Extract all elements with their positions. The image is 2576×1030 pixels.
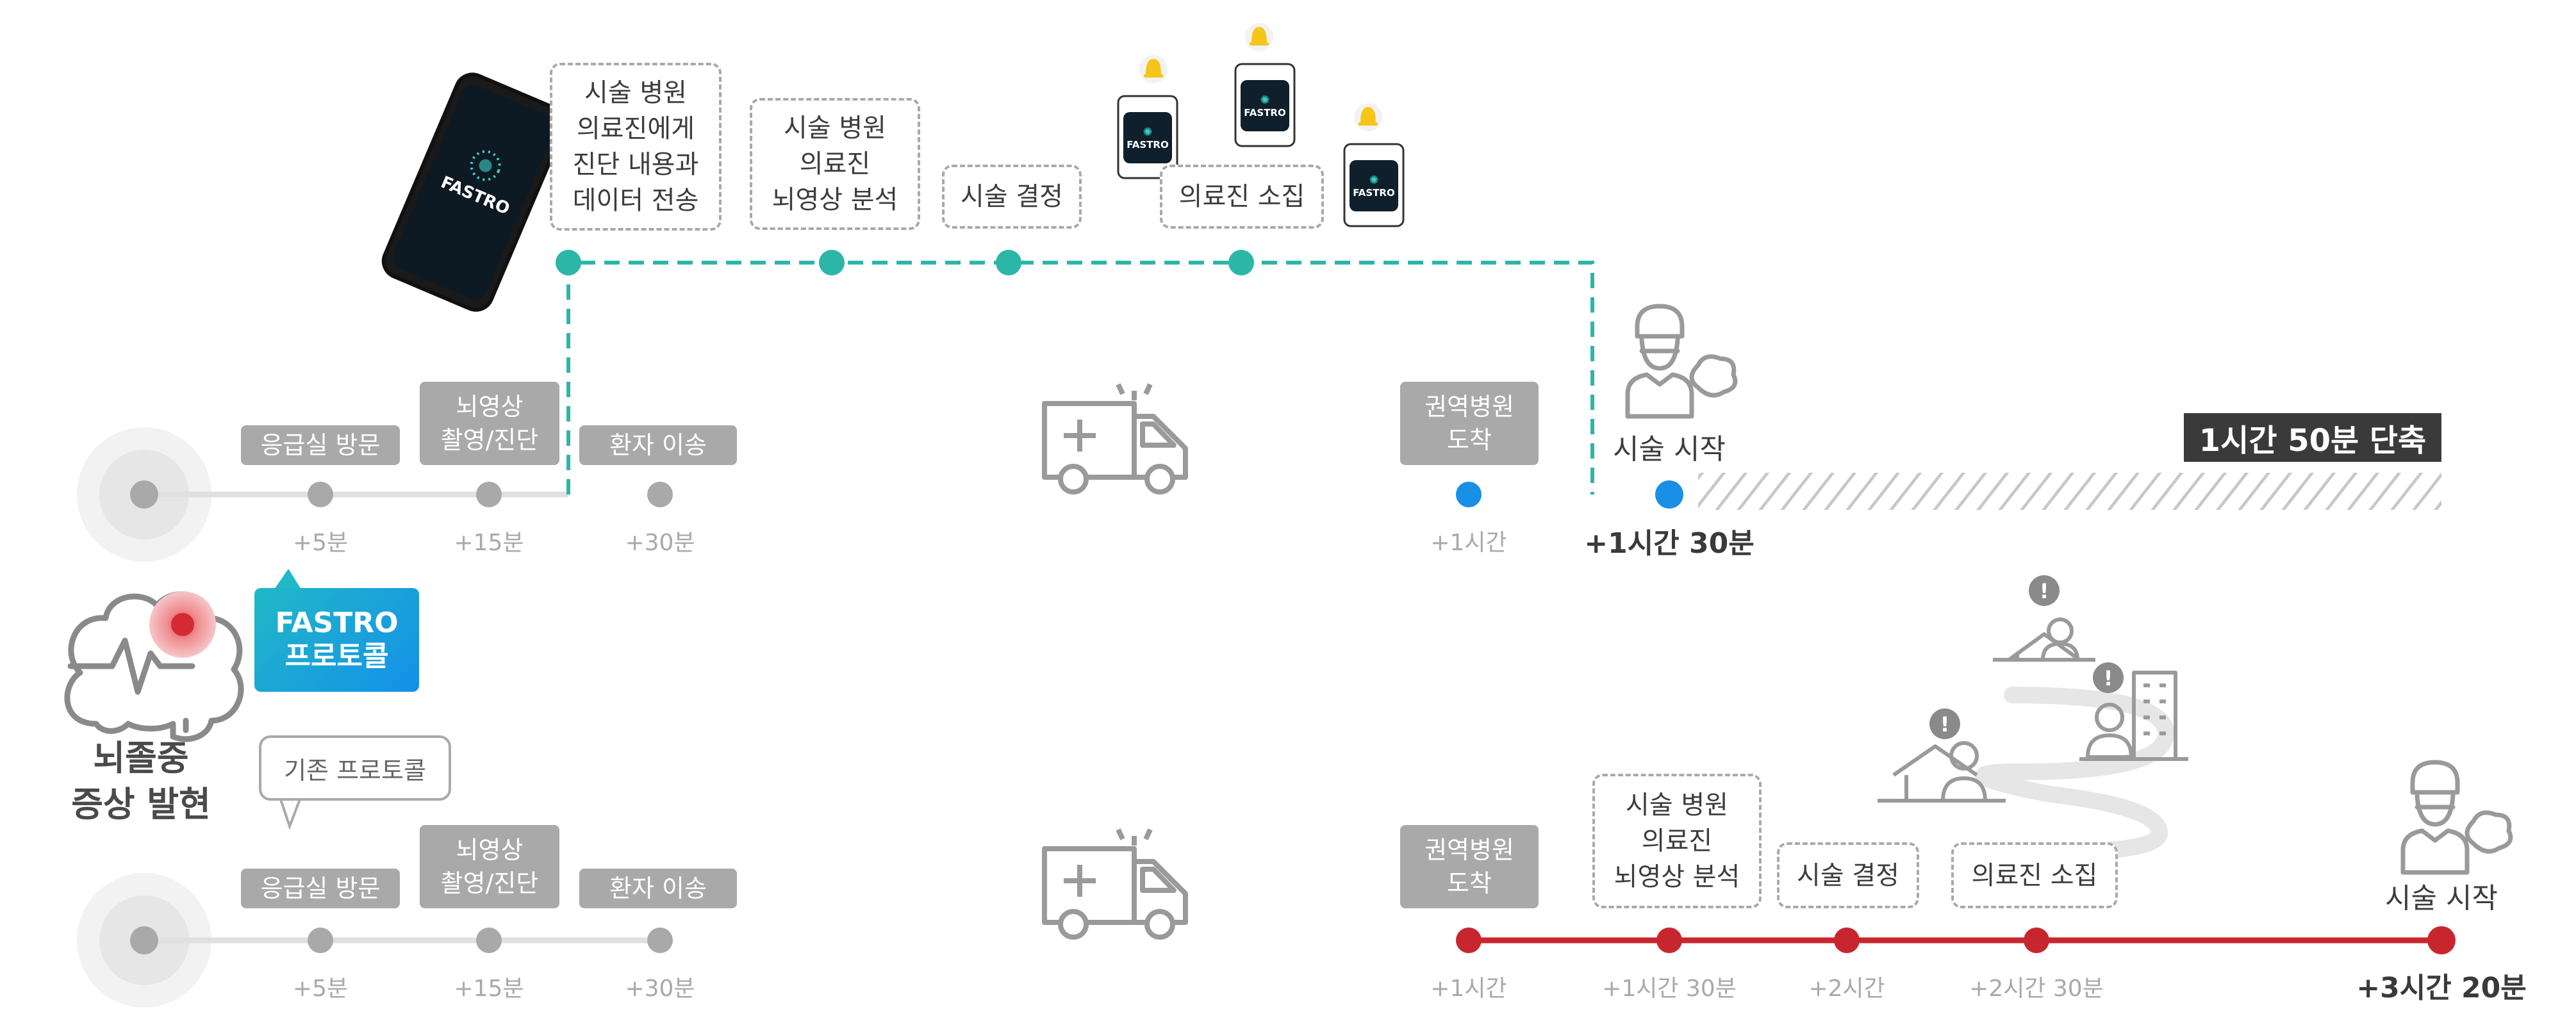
fastro-app-icon: ✺FASTRO: [1241, 80, 1289, 131]
fastro-step-send-data: 시술 병원 의료진에게 진단 내용과 데이터 전송: [550, 63, 722, 231]
time-saved-badge: 1시간 50분 단축: [2184, 413, 2441, 462]
saved-time-hatch: [1698, 473, 2441, 510]
legacy-protocol-bubble: 기존 프로토콜: [259, 735, 451, 801]
svg-text:!: !: [1940, 712, 1950, 737]
timeline-node: [647, 482, 673, 507]
fastro-step-decision: 시술 결정: [942, 165, 1082, 229]
timeline-end-node: [1655, 480, 1683, 509]
time-label: +5분: [292, 530, 349, 556]
time-label: +2시간: [1808, 976, 1885, 1002]
fastro-protocol-bubble: FASTRO 프로토콜: [254, 588, 419, 692]
phone-icon: [381, 72, 567, 312]
timeline-end-node: [2427, 926, 2456, 954]
legacy-step-transfer: 환자 이송: [579, 869, 737, 908]
time-label: +5분: [292, 976, 349, 1002]
home-alert-icon: !: [1878, 708, 2006, 803]
fastro-app-icon: ✺FASTRO: [1350, 160, 1398, 211]
app-icon-label: FASTRO: [1127, 138, 1169, 151]
fastro-track: [77, 250, 2441, 562]
ambulance-icon: [1042, 383, 1188, 495]
bell-icon: [1354, 103, 1382, 131]
bypass-node: [819, 250, 845, 275]
timeline-node: [1456, 928, 1482, 953]
timeline-node: [476, 928, 502, 953]
fastro-bubble-tail: [274, 569, 301, 589]
timeline-node: [2024, 928, 2049, 953]
fastro-end-caption: 시술 시작: [1613, 433, 1726, 466]
building-alert-icon: !: [2079, 662, 2188, 761]
svg-text:!: !: [2104, 666, 2113, 691]
bell-icon: [1245, 23, 1273, 51]
fastro-step-image-analysis: 시술 병원 의료진 뇌영상 분석: [750, 98, 920, 230]
time-label: +15분: [454, 976, 524, 1002]
winding-road: [1975, 687, 2175, 860]
time-label: +2시간 30분: [1969, 976, 2104, 1002]
timeline-node: [1656, 928, 1682, 953]
timeline-node: [1456, 482, 1482, 507]
stroke-onset-title: 뇌졸중 증상 발현: [71, 738, 211, 824]
home-alert-icon: !: [1993, 575, 2095, 662]
legacy-end-caption: 시술 시작: [2385, 882, 2498, 915]
legacy-step-image-analysis: 시술 병원 의료진 뇌영상 분석: [1592, 774, 1762, 908]
timeline-node: [476, 482, 502, 507]
time-label: +30분: [625, 976, 695, 1002]
app-icon-label: FASTRO: [1244, 106, 1286, 119]
time-label: +1시간: [1430, 530, 1507, 556]
time-label: +1시간: [1430, 976, 1507, 1002]
legacy-step-imaging: 뇌영상 촬영/진단: [420, 825, 559, 908]
timeline-node: [1834, 928, 1860, 953]
timeline-node: [647, 928, 673, 953]
origin-dot: [130, 480, 158, 509]
origin-dot: [130, 926, 158, 954]
fastro-step-er-visit: 응급실 방문: [241, 425, 400, 465]
legacy-step-staff-call: 의료진 소집: [1951, 842, 2118, 908]
legacy-step-decision: 시술 결정: [1777, 842, 1919, 908]
fastro-end-time: +1시간 30분: [1584, 527, 1754, 560]
ambulance-icon: [1042, 828, 1188, 940]
bypass-node: [556, 250, 581, 275]
bypass-node: [1228, 250, 1254, 275]
fastro-app-icon: ✺FASTRO: [1123, 112, 1172, 163]
app-icon-label: FASTRO: [1353, 186, 1395, 199]
timeline-node: [308, 928, 333, 953]
timeline-node: [308, 482, 333, 507]
time-label: +1시간 30분: [1602, 976, 1737, 1002]
bypass-node: [996, 250, 1021, 275]
legacy-end-time: +3시간 20분: [2356, 972, 2527, 1004]
fastro-step-imaging: 뇌영상 촬영/진단: [420, 382, 559, 465]
brain-pulse-icon: [64, 591, 244, 742]
time-label: +15분: [454, 530, 524, 556]
fastro-step-transfer: 환자 이송: [579, 425, 737, 465]
fastro-step-arrival: 권역병원 도착: [1400, 382, 1539, 465]
legacy-step-arrival: 권역병원 도착: [1400, 825, 1539, 908]
fastro-step-staff-call: 의료진 소집: [1160, 165, 1324, 229]
legacy-track: [77, 873, 2456, 1008]
bell-icon: [1139, 55, 1168, 83]
time-label: +30분: [625, 530, 695, 556]
doctor-icon: [1625, 304, 1738, 419]
legacy-bubble-tail: [279, 798, 302, 830]
doctor-icon: [2400, 760, 2513, 875]
fastro-bypass-path: [566, 261, 1594, 495]
legacy-step-er-visit: 응급실 방문: [241, 869, 400, 908]
svg-text:!: !: [2040, 579, 2049, 603]
